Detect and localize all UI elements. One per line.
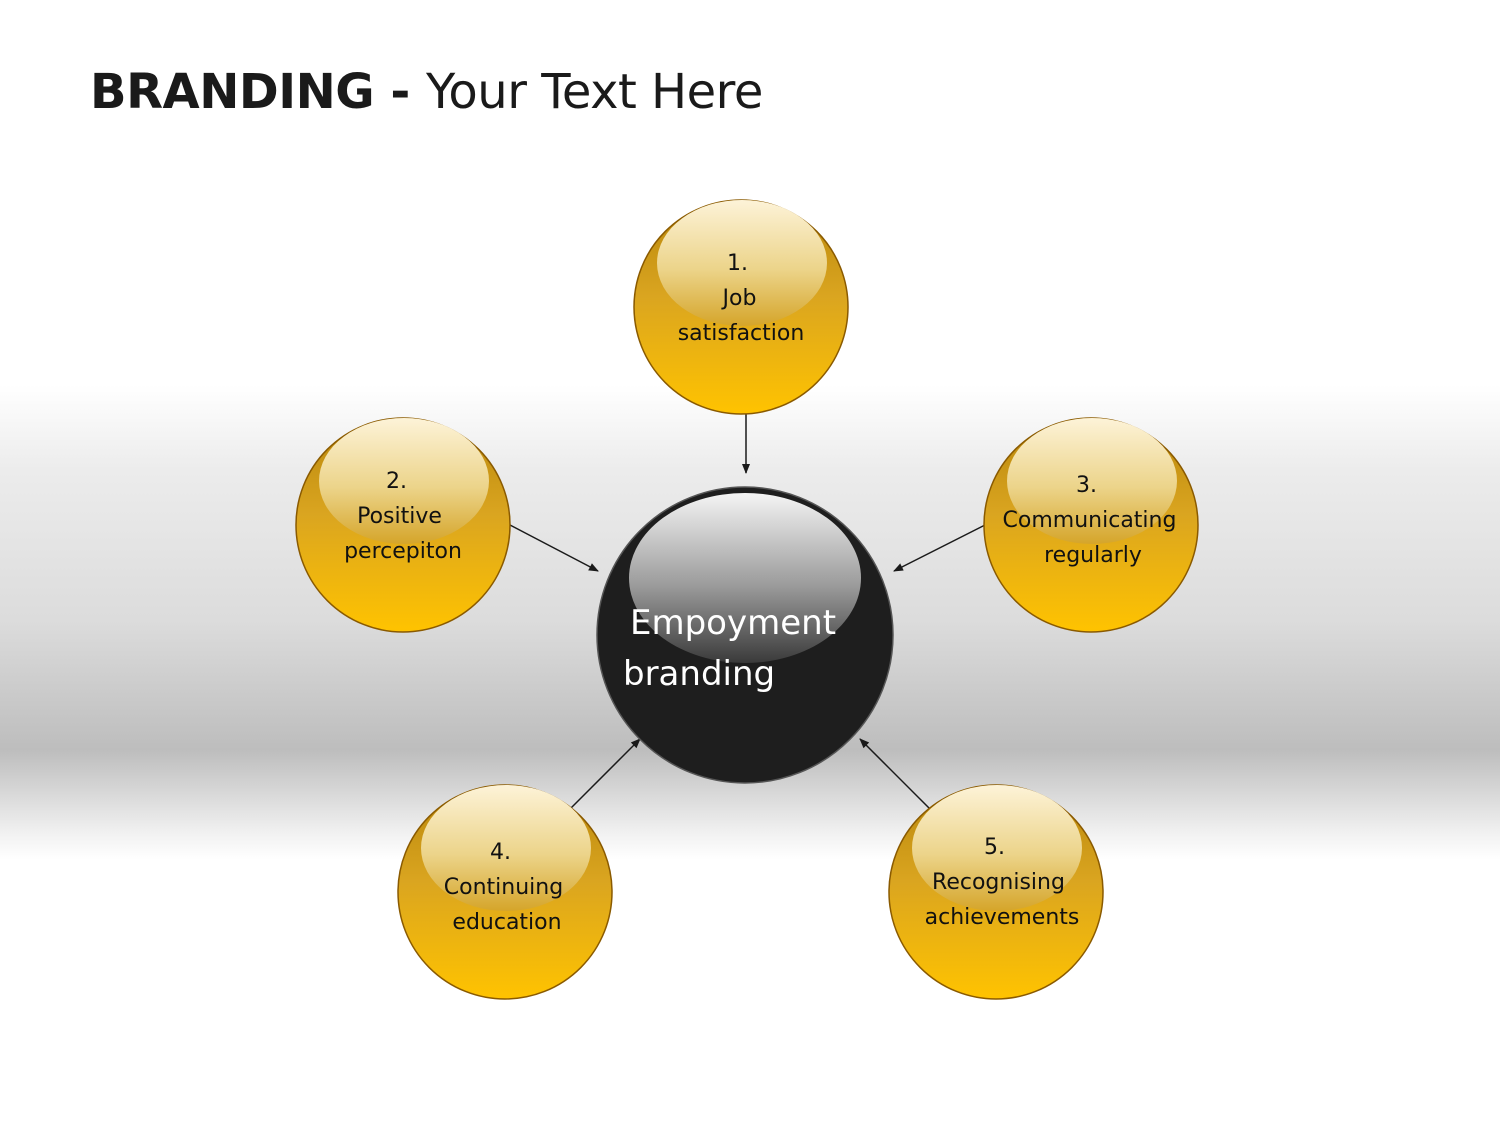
node-3-label: 3. Communicating regularly [1003,473,1184,568]
node-5-label: 5. Recognising achievements [925,835,1080,930]
title-normal: Your Text Here [425,64,763,120]
node-label-line: Job [721,286,757,311]
node-label-line: 5. [984,835,1005,860]
node-3-sphere: 3. Communicating regularly [983,417,1199,633]
node-label-line: Positive [357,504,442,529]
node-1-label: 1. Job satisfaction [678,251,805,346]
node-label-line: Continuing [444,875,563,900]
center-label-line: Empoyment [630,603,836,643]
node-label-line: 4. [490,840,511,865]
arrow-node-2 [509,524,599,572]
node-1-sphere: 1. Job satisfaction [633,199,849,415]
node-label-line: 2. [386,469,407,494]
node-2-sphere: 2. Positive percepiton [295,417,511,633]
node-label-line: 1. [727,251,748,276]
node-4-sphere: 4. Continuing education [397,784,613,1000]
node-label-line: education [452,910,561,935]
center-sphere: Empoyment branding [596,486,894,784]
arrow-node-5 [859,738,935,814]
center-label: Empoyment branding [623,603,847,694]
center-label-line: branding [623,654,775,694]
node-label-line: percepiton [344,539,462,564]
title-bold: BRANDING - [90,64,426,120]
node-label-line: satisfaction [678,321,805,346]
node-2-label: 2. Positive percepiton [344,469,462,564]
node-label-line: Communicating [1003,508,1177,533]
arrow-node-3 [893,524,986,572]
node-label-line: achievements [925,905,1080,930]
node-label-line: regularly [1044,543,1142,568]
node-label-line: Recognising [932,870,1065,895]
node-5-sphere: 5. Recognising achievements [888,784,1104,1000]
page-title: BRANDING - Your Text Here [90,62,763,122]
node-label-line: 3. [1076,473,1097,498]
node-4-label: 4. Continuing education [444,840,570,935]
arrow-node-4 [565,738,641,814]
